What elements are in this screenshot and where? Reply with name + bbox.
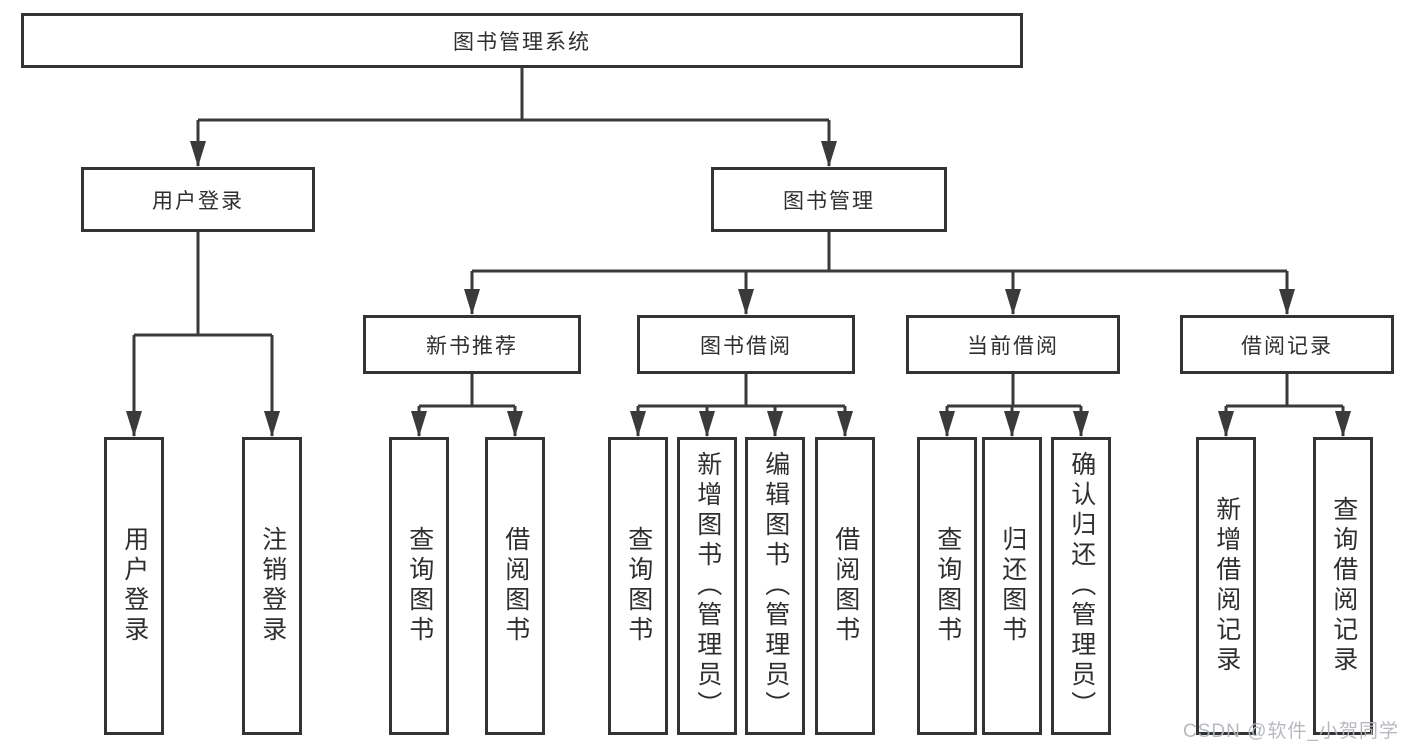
- arrowhead-icon: [821, 141, 837, 167]
- node-label: 归还图书: [998, 526, 1027, 646]
- arrowhead-icons: [126, 141, 1351, 437]
- node-label: 当前借阅: [967, 334, 1059, 358]
- node-book-management: 图书管理: [711, 167, 947, 232]
- leaf-query-books: 查询图书: [917, 437, 977, 735]
- leaf-confirm-return-admin: 确认归还（管理员）: [1051, 437, 1111, 735]
- node-label: 借阅图书: [501, 526, 530, 646]
- node-current-borrowing: 当前借阅: [906, 315, 1120, 374]
- leaf-add-borrow-record: 新增借阅记录: [1196, 437, 1256, 735]
- node-label: 新增借阅记录: [1212, 496, 1241, 676]
- leaf-edit-books-admin: 编辑图书（管理员）: [745, 437, 805, 735]
- arrowhead-icon: [767, 411, 783, 437]
- leaf-query-books: 查询图书: [389, 437, 449, 735]
- node-label: 借阅图书: [831, 526, 860, 646]
- node-label: 确认归还（管理员）: [1067, 451, 1096, 721]
- leaf-return-books: 归还图书: [982, 437, 1042, 735]
- arrowhead-icon: [939, 411, 955, 437]
- arrowhead-icon: [464, 289, 480, 315]
- arrowhead-icon: [1004, 411, 1020, 437]
- node-label: 用户登录: [120, 526, 149, 646]
- arrowhead-icon: [630, 411, 646, 437]
- node-label: 查询图书: [933, 526, 962, 646]
- node-label: 新书推荐: [426, 334, 518, 358]
- node-library-management-system: 图书管理系统: [21, 13, 1023, 68]
- arrowhead-icon: [1218, 411, 1234, 437]
- leaf-borrow-books: 借阅图书: [815, 437, 875, 735]
- node-label: 借阅记录: [1241, 334, 1333, 358]
- arrowhead-icon: [411, 411, 427, 437]
- node-label: 图书管理系统: [453, 30, 591, 54]
- arrowhead-icon: [126, 411, 142, 437]
- leaf-borrow-books: 借阅图书: [485, 437, 545, 735]
- node-label: 图书管理: [783, 189, 875, 213]
- node-label: 编辑图书（管理员）: [761, 451, 790, 721]
- node-label: 注销登录: [258, 526, 287, 646]
- node-borrowing-records: 借阅记录: [1180, 315, 1394, 374]
- leaf-query-borrow-record: 查询借阅记录: [1313, 437, 1373, 735]
- arrowhead-icon: [1073, 411, 1089, 437]
- arrowhead-icon: [1335, 411, 1351, 437]
- arrowhead-icon: [738, 289, 754, 315]
- node-label: 查询图书: [405, 526, 434, 646]
- arrowhead-icon: [1279, 289, 1295, 315]
- node-label: 图书借阅: [700, 334, 792, 358]
- node-label: 新增图书（管理员）: [693, 451, 722, 721]
- leaf-add-books-admin: 新增图书（管理员）: [677, 437, 737, 735]
- arrowhead-icon: [1005, 289, 1021, 315]
- node-label: 用户登录: [152, 189, 244, 213]
- leaf-query-books: 查询图书: [608, 437, 668, 735]
- arrowhead-icon: [699, 411, 715, 437]
- node-book-borrowing: 图书借阅: [637, 315, 855, 374]
- node-user-login: 用户登录: [81, 167, 315, 232]
- arrowhead-icon: [837, 411, 853, 437]
- node-label: 查询借阅记录: [1329, 496, 1358, 676]
- arrowhead-icon: [507, 411, 523, 437]
- arrowhead-icon: [264, 411, 280, 437]
- arrowhead-icon: [190, 141, 206, 167]
- node-new-book-recommendation: 新书推荐: [363, 315, 581, 374]
- leaf-user-login: 用户登录: [104, 437, 164, 735]
- connector-paths: [132, 68, 1345, 436]
- leaf-logout: 注销登录: [242, 437, 302, 735]
- node-label: 查询图书: [624, 526, 653, 646]
